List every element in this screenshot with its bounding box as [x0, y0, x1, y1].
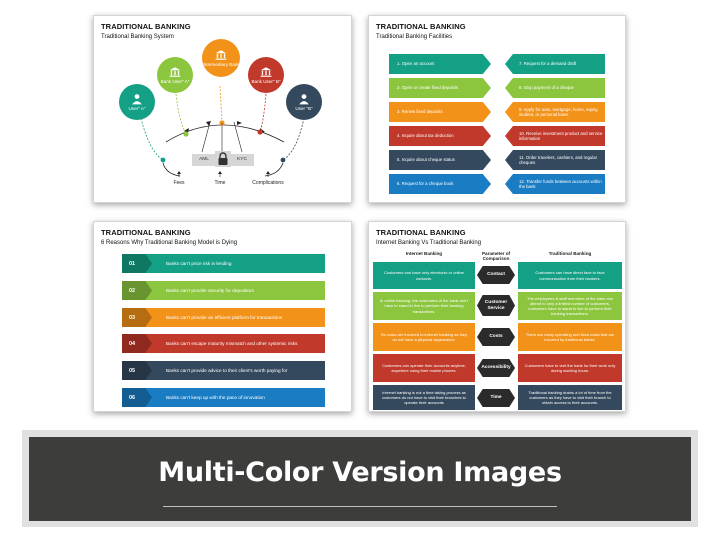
slide-title: TRADITIONAL BANKING: [376, 22, 466, 31]
slide-subtitle: 6 Reasons Why Traditional Banking Model …: [101, 240, 238, 246]
slide-title: TRADITIONAL BANKING: [101, 228, 191, 237]
slide-title: TRADITIONAL BANKING: [101, 22, 191, 31]
node-label: User" A": [128, 105, 146, 111]
facility-item: 3. Renew fixed deposits: [389, 102, 491, 122]
node-label: User "B": [295, 105, 313, 111]
node-user-b[interactable]: User "B": [286, 84, 322, 120]
parameter-costs: Costs: [477, 328, 515, 346]
reason-text: Banks can't provide advice to their clie…: [166, 368, 288, 373]
reason-text: Banks can't provide security for deposit…: [166, 288, 254, 293]
bank-icon: [260, 67, 272, 77]
comparison-cell-traditional: Customers can have direct face to face c…: [518, 262, 622, 289]
facility-item: 9. Apply for auto, mortgage, home, equit…: [505, 102, 605, 122]
node-label: Intermediary Bank: [202, 61, 240, 67]
bank-icon: [215, 50, 227, 60]
node-label: Bank User" B": [251, 78, 281, 84]
reason-text: Banks can't provide an efficient platfor…: [166, 315, 283, 320]
node-bank-user-a[interactable]: Bank User" A": [157, 57, 193, 93]
reason-row: 04 Banks can't escape maturity mismatch …: [122, 334, 325, 353]
column-header-parameter: Parameter of Comparison: [481, 251, 511, 261]
parameter-accessibility: Accessibility: [477, 359, 515, 377]
parameter-customer-service: Customer Service: [477, 295, 515, 316]
slide-thumbnail-six-reasons[interactable]: TRADITIONAL BANKING 6 Reasons Why Tradit…: [93, 221, 352, 412]
facility-item: 5. Inquire about cheque status: [389, 150, 491, 170]
column-header-internet: Internet Banking: [405, 251, 443, 256]
slide-title: TRADITIONAL BANKING: [376, 228, 466, 237]
facility-item: 1. Open an account: [389, 54, 491, 74]
facility-item: 10. Receive investment product and servi…: [505, 126, 605, 146]
comparison-cell-internet: Internet banking is not a time taking pr…: [373, 385, 475, 410]
reason-number: 04: [122, 334, 152, 353]
reason-number: 01: [122, 254, 152, 273]
reason-text: Banks can't escape maturity mismatch and…: [166, 341, 298, 346]
slide-subtitle: Traditional Banking System: [101, 34, 174, 40]
reason-number: 05: [122, 361, 152, 380]
comparison-cell-traditional: Traditional banking drains a lot of time…: [518, 385, 622, 410]
node-bank-user-b[interactable]: Bank User" B": [248, 57, 284, 93]
aml-label: AML: [192, 154, 216, 166]
slide-subtitle: Traditional Banking Facilities: [376, 34, 453, 40]
slide-thumbnail-banking-facilities[interactable]: TRADITIONAL BANKING Traditional Banking …: [368, 15, 626, 203]
slide-subtitle: Internet Banking Vs Traditional Banking: [376, 240, 482, 246]
facility-item: 11. Order travelers, cashiers, and regul…: [505, 150, 605, 170]
banner-title: Multi-Color Version Images: [158, 457, 562, 488]
facility-item: 12. Transfer funds between accounts with…: [505, 174, 605, 194]
reason-number: 03: [122, 308, 152, 327]
comparison-cell-internet: No costs are incurred to internet bankin…: [373, 323, 475, 351]
banner: Multi-Color Version Images: [29, 437, 691, 521]
parameter-contact: Contact: [477, 266, 515, 284]
comparison-cell-traditional: Customers have to visit the bank for the…: [518, 354, 622, 382]
lock-icon: [215, 151, 231, 167]
facility-item: 6. Request for a cheque book: [389, 174, 491, 194]
comparison-cell-internet: Customers can have only electronic or on…: [373, 262, 475, 289]
reason-row: 06 Banks can't keep up with the pace of …: [122, 388, 325, 407]
slide-thumbnail-internet-vs-traditional[interactable]: TRADITIONAL BANKING Internet Banking Vs …: [368, 221, 626, 412]
reason-text: Banks can't keep up with the pace of inn…: [166, 395, 265, 400]
comparison-cell-traditional: There are many operating and fixed costs…: [518, 323, 622, 351]
reason-row: 03 Banks can't provide an efficient plat…: [122, 308, 325, 327]
banner-underline: [163, 506, 557, 507]
reason-text: Banks can't price risk in lending: [166, 261, 232, 266]
comparison-cell-internet: In online banking, the customers of the …: [373, 292, 475, 320]
slide-thumbnail-banking-system[interactable]: TRADITIONAL BANKING Traditional Banking …: [93, 15, 352, 203]
column-header-traditional: Traditional Banking: [548, 251, 592, 256]
footer-time: Time: [214, 180, 226, 186]
kyc-label: KYC: [230, 154, 254, 166]
node-intermediary-bank[interactable]: Intermediary Bank: [202, 39, 240, 77]
reason-number: 06: [122, 388, 152, 407]
bank-icon: [169, 67, 181, 77]
comparison-cell-traditional: The employees & staff members of the ban…: [518, 292, 622, 320]
reason-number: 02: [122, 281, 152, 300]
reason-row: 05 Banks can't provide advice to their c…: [122, 361, 325, 380]
facility-item: 4. Inquire about tax deduction: [389, 126, 491, 146]
facility-item: 2. Open or create fixed deposits: [389, 78, 491, 98]
node-label: Bank User" A": [160, 78, 190, 84]
comparison-cell-internet: Customers can operate their accounts any…: [373, 354, 475, 382]
footer-complications: Complications: [252, 180, 284, 186]
facility-item: 8. Stop payment of a cheque: [505, 78, 605, 98]
flow-diagram: [140, 85, 305, 177]
node-user-a[interactable]: User" A": [119, 84, 155, 120]
parameter-time: Time: [477, 389, 515, 407]
footer-fees: Fees: [173, 180, 185, 186]
user-icon: [132, 94, 142, 105]
user-icon: [299, 94, 309, 105]
facility-item: 7. Request for a demand draft: [505, 54, 605, 74]
reason-row: 02 Banks can't provide security for depo…: [122, 281, 325, 300]
reason-row: 01 Banks can't price risk in lending: [122, 254, 325, 273]
